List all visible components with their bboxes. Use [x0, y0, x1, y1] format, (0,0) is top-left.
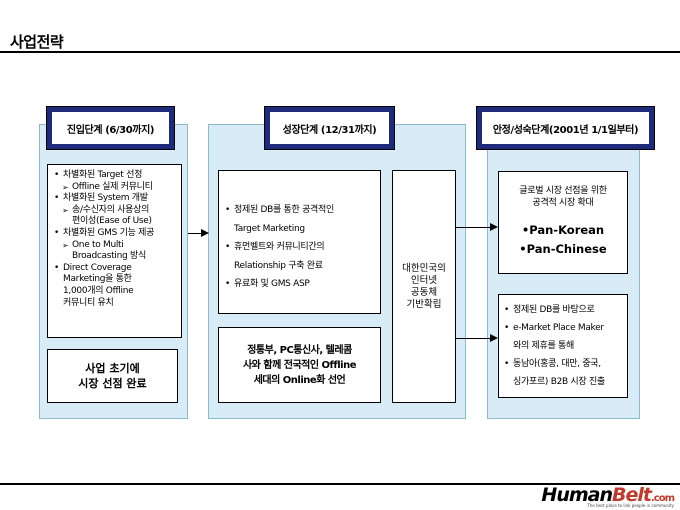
list-item: Marketing을 통한 [63, 274, 132, 285]
phase-growth-partner-box: 정통부, PC통신사, 텔레콤 사와 함께 전국적인 Offline 세대의 O… [218, 327, 381, 403]
arrow-growth-to-mature-top-head [490, 223, 498, 231]
phase-growth-header: 성장단계 (12/31까지) [264, 106, 395, 150]
arrow-entry-to-growth-head [201, 229, 209, 237]
list-item: 휴먼벨트와 커뮤니티간의 [225, 238, 376, 257]
phase-mature-global-box: 글로벌 시장 선점을 위한 공격적 시장 확대 •Pan-Korean •Pan… [498, 171, 628, 274]
phase-growth-foundation-line4: 기반확립 [406, 298, 442, 310]
list-item: 정제된 DB를 바탕으로 [504, 301, 624, 319]
list-item: Broadcasting 방식 [72, 251, 146, 262]
list-item: One to Multi [54, 240, 177, 252]
logo-belt-text: Belt [612, 484, 652, 506]
logo-com-text: .com [650, 493, 675, 504]
phase-mature-header: 안정/성숙단계(2001년 1/1일부터) [476, 106, 655, 150]
title-divider [0, 51, 680, 53]
phase-growth-foundation-line3: 공동체 [410, 286, 438, 298]
phase-growth-partner-line1: 정통부, PC통신사, 텔레콤 [247, 344, 352, 356]
phase-entry-strategy-list: 차별화된 Target 선정Offline 실제 커뮤니티차별화된 System… [54, 170, 177, 309]
arrow-growth-to-mature-bottom-head [490, 334, 498, 342]
phase-entry-strategy-box: 차별화된 Target 선정Offline 실제 커뮤니티차별화된 System… [47, 164, 182, 338]
list-item: 싱가포르) B2B 시장 진출 [513, 377, 605, 387]
humanbelt-logo: HumanBelt.com The best place to link peo… [541, 484, 675, 508]
phase-mature-global-line2: 공격적 시장 확대 [532, 198, 594, 208]
list-item: 1,000개의 Offline [63, 285, 134, 296]
phase-entry-title: 진입단계 (6/30까지) [66, 124, 155, 136]
phase-entry-result-line1: 사업 초기에 [85, 362, 140, 375]
page-title: 사업전략 [10, 33, 64, 51]
footer-divider [0, 483, 680, 485]
list-item: e-Market Place Maker [504, 319, 624, 337]
list-item: Offline 실제 커뮤니티 [54, 182, 177, 194]
list-item: 동남아(홍콩, 대만, 중국, [504, 355, 624, 373]
phase-mature-global-item1: •Pan-Korean [521, 223, 605, 237]
phase-growth-partner-line3: 세대의 Online화 선언 [253, 374, 346, 386]
list-item: 커뮤니티 유치 [63, 297, 114, 308]
phase-growth-foundation-line1: 대한민국의 [402, 262, 446, 274]
phase-growth-strategy-list: 정제된 DB를 통한 공격적인 Target Marketing 휴먼벨트와 커뮤니… [225, 201, 376, 294]
logo-tagline: The best place to link people in communi… [587, 503, 674, 508]
phase-growth-strategy-box: 정제된 DB를 통한 공격적인 Target Marketing 휴먼벨트와 커뮤니… [218, 170, 381, 314]
list-item: Relationship 구축 완료 [234, 260, 323, 271]
phase-mature-expansion-list: 정제된 DB를 바탕으로e-Market Place Maker 와의 제휴를 통… [504, 301, 624, 391]
phase-entry-header: 진입단계 (6/30까지) [46, 106, 175, 150]
logo-human-text: Human [541, 484, 613, 506]
list-item: 정제된 DB를 통한 공격적인 [225, 201, 376, 220]
phase-growth-partner-line2: 사와 함께 전국적인 Offline [242, 359, 357, 371]
arrow-growth-to-mature-bottom-line [456, 338, 492, 339]
phase-mature-expansion-box: 정제된 DB를 바탕으로e-Market Place Maker 와의 제휴를 통… [498, 294, 628, 398]
arrow-growth-to-mature-top-line [456, 227, 492, 228]
phase-growth-title: 성장단계 (12/31까지) [282, 124, 377, 136]
phase-mature-global-line1: 글로벌 시장 선점을 위한 [519, 186, 607, 196]
phase-growth-foundation-line2: 인터넷 [410, 274, 438, 286]
list-item: 송/수신자의 사용상의 [54, 205, 177, 217]
phase-growth-foundation-box: 대한민국의 인터넷 공동체 기반확립 [392, 170, 456, 403]
list-item: Target Marketing [234, 223, 305, 234]
phase-entry-result-line2: 시장 선점 완료 [78, 377, 147, 390]
list-item: 편이성(Ease of Use) [72, 216, 152, 227]
phase-mature-title: 안정/성숙단계(2001년 1/1일부터) [492, 124, 639, 136]
list-item: 차별화된 Target 선정 [54, 170, 177, 182]
list-item: 차별화된 System 개발 [54, 193, 177, 205]
list-item: 차별화된 GMS 기능 제공 [54, 228, 177, 240]
list-item: 유료화 및 GMS ASP [225, 275, 376, 294]
arrow-entry-to-growth-line [188, 233, 202, 234]
list-item: 와의 제휴를 통해 [513, 341, 574, 351]
phase-mature-global-item2: •Pan-Chinese [519, 242, 607, 256]
list-item: Direct Coverage [54, 263, 177, 275]
phase-entry-result-box: 사업 초기에 시장 선점 완료 [47, 349, 178, 403]
